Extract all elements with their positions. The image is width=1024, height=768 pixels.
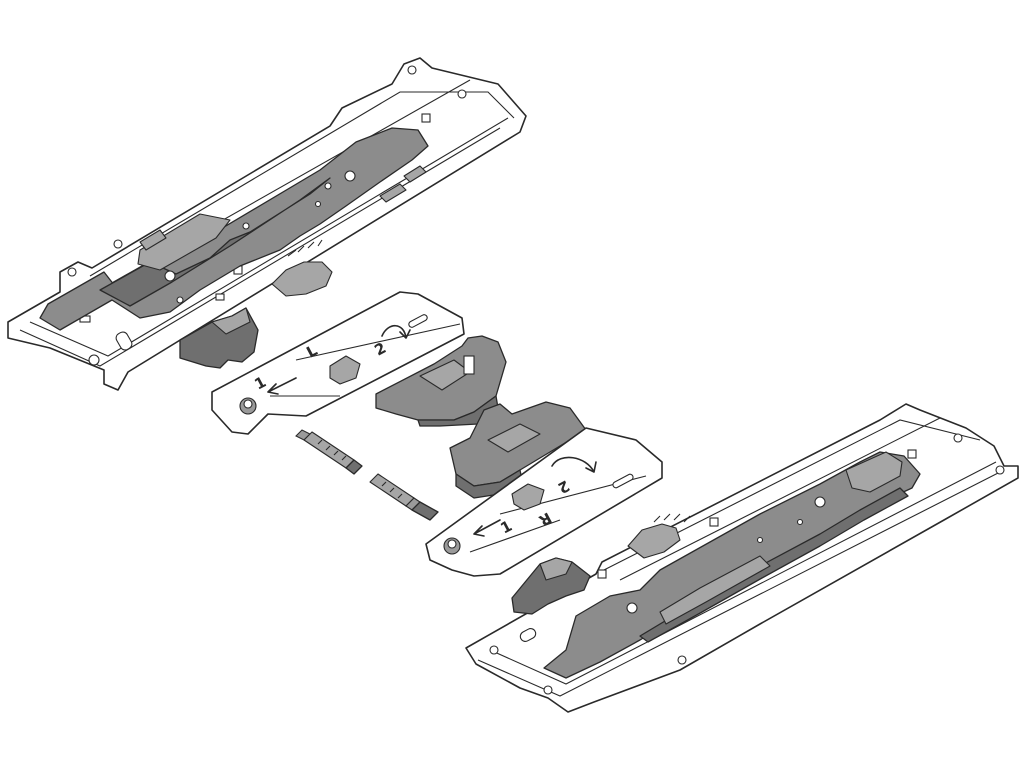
right-plate-rotate-arrow: [551, 456, 597, 473]
left-plate-clip: [329, 355, 361, 385]
right-runner-assembly: [465, 403, 1019, 713]
mounting-hole: [543, 685, 553, 695]
right-plate-step-arrow: [473, 519, 501, 537]
left-adjust-gear: [271, 261, 333, 297]
mounting-hole: [113, 239, 123, 249]
left-runner-assembly: [7, 57, 527, 391]
mounting-hole: [407, 65, 417, 75]
right-adjust-gear: [627, 523, 681, 559]
adjust-slot: [115, 331, 133, 351]
left-plate-rotate-arrow: [381, 324, 411, 339]
dowel-lower: [369, 473, 439, 521]
mounting-hole: [67, 267, 77, 277]
mounting-hole: [677, 655, 687, 665]
dowel-upper: [295, 429, 363, 475]
adjust-slot: [519, 628, 537, 642]
right-adapter-plate-assembly: 1 2 R: [425, 401, 663, 577]
mounting-hole: [88, 354, 100, 366]
right-plate-clip: [511, 483, 545, 511]
mounting-hole: [953, 433, 963, 443]
mounting-hole: [457, 89, 467, 99]
left-plate-step-arrow: [267, 377, 297, 395]
mounting-hole: [995, 465, 1005, 475]
mounting-hole: [489, 645, 499, 655]
left-adapter-plate-assembly: 1 2 L: [211, 291, 507, 435]
